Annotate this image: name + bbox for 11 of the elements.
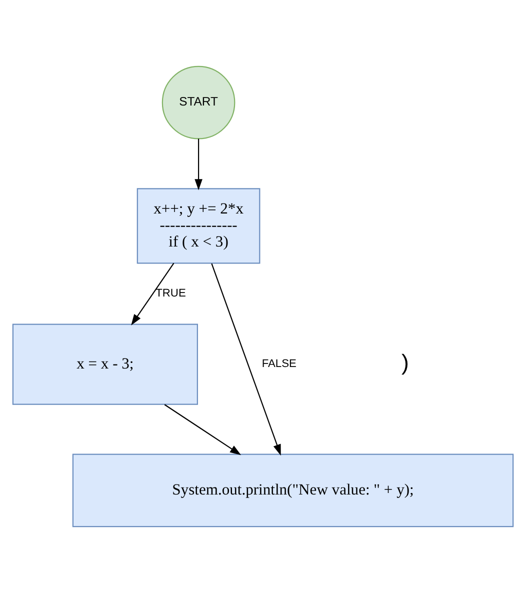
node-box: x = x - 3; [12,323,198,404]
arrow [211,262,281,456]
node-box: x++; y += 2*x --------------- if ( x < 3) [136,188,260,264]
arrow [194,138,202,190]
label: ) [402,349,409,374]
arrow [131,262,174,325]
edge-label: TRUE [156,287,186,299]
node-circle: START [162,65,236,139]
arrow [164,404,242,455]
node-box: System.out.println("New value: " + y); [72,453,514,527]
edge-label: FALSE [262,358,296,370]
